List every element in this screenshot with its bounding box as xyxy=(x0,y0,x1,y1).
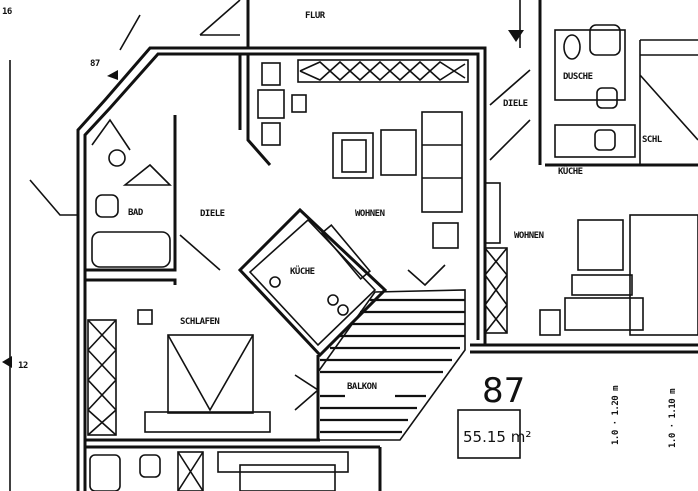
unit-number: 87 xyxy=(482,371,525,411)
room-label-schlafen: SCHLAFEN xyxy=(180,317,219,327)
living-furniture xyxy=(257,59,469,280)
level-marker-icon xyxy=(508,30,524,42)
corner-label: 16 xyxy=(2,7,12,17)
area-box xyxy=(457,409,521,459)
neighbor-label-kueche: KÜCHE xyxy=(558,166,583,177)
section-marker-label: 12 xyxy=(18,361,28,371)
room-label-kueche: KÜCHE xyxy=(290,266,315,277)
room-label-flur: FLUR xyxy=(305,11,326,21)
neighbor-label-schl: SCHL xyxy=(642,135,663,145)
neighbor-label-wohnen: WOHNEN xyxy=(514,231,544,241)
room-label-diele: DIELE xyxy=(200,209,225,219)
room-label-bad: BAD xyxy=(128,208,144,218)
bathroom-fixtures xyxy=(91,118,171,268)
interior-walls xyxy=(85,0,521,440)
bedroom-furniture xyxy=(87,309,271,436)
stair-marker-label: 87 xyxy=(90,59,100,69)
stair-arrow-icon xyxy=(107,70,118,80)
unit-area: 55.15 m² xyxy=(463,428,531,446)
neighbor-furniture xyxy=(89,24,698,491)
room-label-balkon: BALKON xyxy=(347,382,377,392)
kitchen-fixtures xyxy=(269,276,349,316)
room-label-wohnen: WOHNEN xyxy=(355,209,385,219)
section-arrow-icon xyxy=(2,356,12,368)
neighbor-label-dusche: DUSCHE xyxy=(563,72,593,82)
balcony-hatch xyxy=(317,289,466,441)
neighbor-label-diele: DIELE xyxy=(503,99,528,109)
window-dimension-1: 1.0 · 1.20 m xyxy=(611,385,621,445)
window-dimension-2: 1.0 · 1.10 m xyxy=(668,388,678,448)
